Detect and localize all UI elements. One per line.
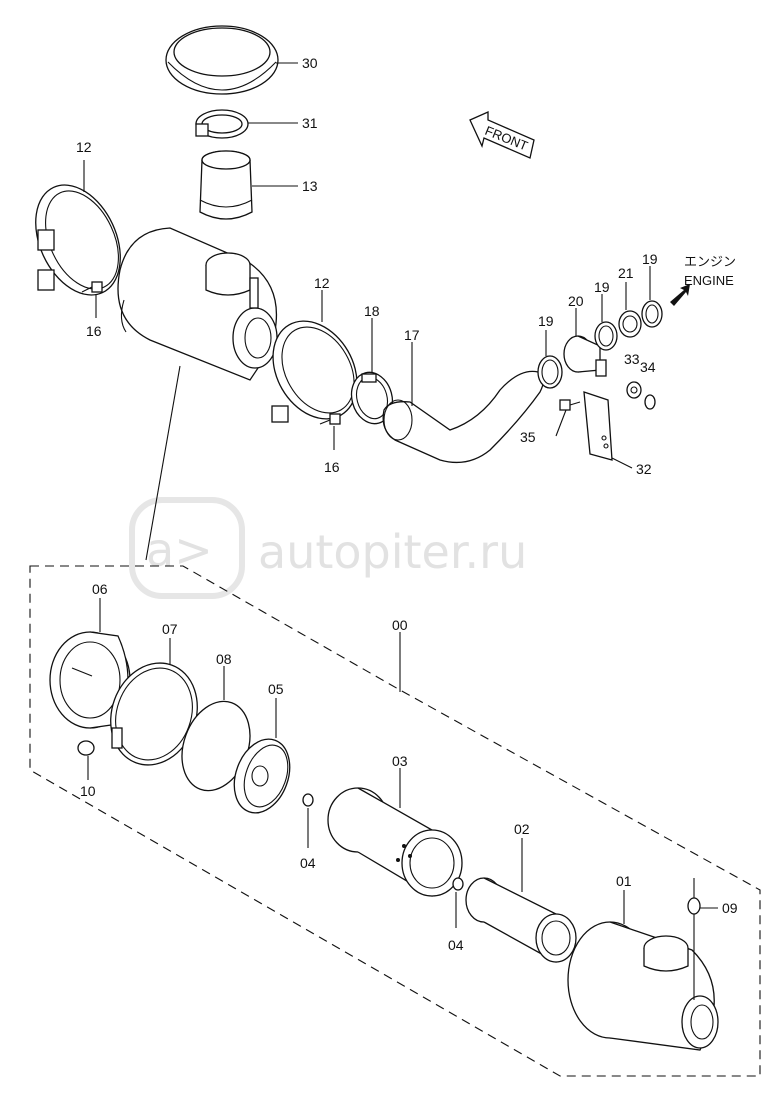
part-17-hose [382, 370, 545, 464]
part-32-bracket [583, 391, 613, 461]
engine-label-jp: エンジン [684, 254, 736, 269]
front-arrow-icon: FRONT [469, 110, 535, 159]
callout-02: 02 [514, 821, 530, 837]
callout-19-c: 19 [642, 251, 658, 267]
callout-10: 10 [80, 783, 96, 799]
callout-16-left: 16 [86, 323, 102, 339]
watermark-text: autopiter.ru [258, 525, 527, 579]
callout-05: 05 [268, 681, 284, 697]
callout-17: 17 [404, 327, 420, 343]
part-34-washer [644, 394, 656, 410]
part-04-wing-nut-b [452, 877, 464, 891]
part-06-cover [49, 631, 131, 729]
callout-19-a: 19 [538, 313, 554, 329]
part-30-cap [165, 25, 279, 95]
part-13-sleeve [199, 150, 253, 220]
watermark: a> autopiter.ru [129, 497, 527, 599]
callout-04-b: 04 [448, 937, 464, 953]
callout-04-a: 04 [300, 855, 316, 871]
callout-32: 32 [636, 461, 652, 477]
engine-arrow-icon [670, 284, 690, 306]
part-12-band-right [271, 320, 358, 423]
callout-13: 13 [302, 178, 318, 194]
callout-06: 06 [92, 581, 108, 597]
callout-21: 21 [618, 265, 634, 281]
part-12-band-left [35, 184, 121, 296]
part-21-sleeve [618, 310, 642, 338]
part-10-valve [77, 740, 95, 756]
part-31-clamp [195, 109, 249, 139]
callout-35: 35 [520, 429, 536, 445]
callout-30: 30 [302, 55, 318, 71]
callout-18: 18 [364, 303, 380, 319]
callout-07: 07 [162, 621, 178, 637]
assembly-boundary [29, 565, 761, 1077]
part-33-nut [626, 381, 642, 399]
part-03-outer-element [327, 787, 463, 897]
part-35-bolt [559, 399, 581, 411]
callout-03: 03 [392, 753, 408, 769]
callout-20: 20 [568, 293, 584, 309]
part-04-wing-nut-a [302, 793, 314, 807]
callout-01: 01 [616, 873, 632, 889]
callout-12-right: 12 [314, 275, 330, 291]
part-16-bolt-right [319, 413, 341, 425]
part-01-body [567, 921, 719, 1051]
callout-09: 09 [722, 900, 738, 916]
callout-12-left: 12 [76, 139, 92, 155]
callout-33: 33 [624, 351, 640, 367]
callout-00: 00 [392, 617, 408, 633]
part-20-elbow [563, 335, 607, 377]
callout-16-right: 16 [324, 459, 340, 475]
engine-label: ENGINE [684, 273, 734, 288]
callout-34: 34 [640, 359, 656, 375]
callout-19-b: 19 [594, 279, 610, 295]
callout-08: 08 [216, 651, 232, 667]
air-cleaner-housing [117, 227, 278, 381]
part-19-clamp-a [537, 355, 563, 389]
part-05-baffle [233, 738, 291, 814]
part-09-indicator [687, 878, 701, 1000]
part-02-inner-element [465, 877, 577, 963]
part-16-bolt-left [81, 281, 103, 293]
part-19-clamp-b [594, 321, 618, 351]
part-19-clamp-c [641, 300, 663, 328]
part-18-clamp [350, 371, 394, 425]
watermark-logo-text: a> [146, 523, 213, 577]
callout-31: 31 [302, 115, 318, 131]
